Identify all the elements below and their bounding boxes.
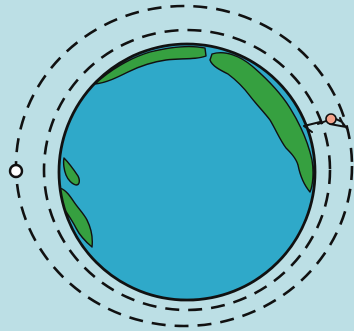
small-island (62, 157, 81, 186)
east-continent (209, 52, 314, 193)
open-circle-icon (8, 163, 24, 179)
earth-globe-icon (57, 42, 317, 302)
north-landmass (94, 45, 207, 85)
earth-outline (57, 42, 317, 302)
inner-orbit-path (42, 28, 332, 312)
satellite-probe-icon (303, 113, 349, 133)
probe-body (325, 113, 337, 125)
ocean (59, 44, 315, 300)
